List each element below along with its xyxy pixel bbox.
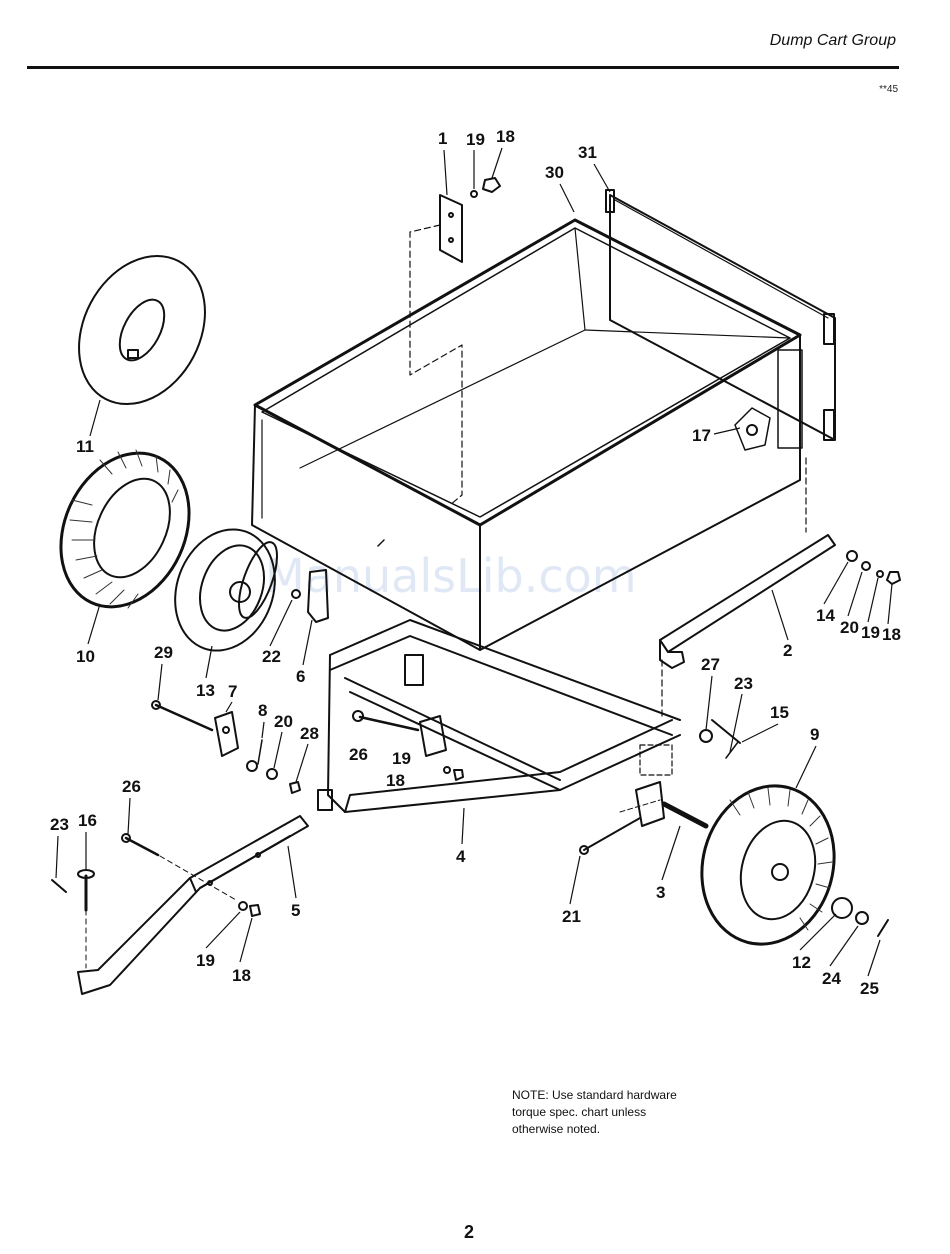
hitch-pin-drawing (52, 870, 94, 968)
callout-5: 5 (291, 901, 300, 920)
tongue-drawing (78, 816, 308, 994)
main-frame-drawing (318, 620, 680, 812)
callout-25: 25 (860, 979, 879, 998)
callout-17: 17 (692, 426, 711, 445)
hinge-bracket-drawing (410, 178, 500, 505)
callout-30: 30 (545, 163, 564, 182)
callout-20: 20 (274, 712, 293, 731)
callout-23: 23 (734, 674, 753, 693)
callout-18: 18 (496, 127, 515, 146)
watermark: ManualsLib.com (265, 549, 637, 603)
callout-1: 1 (438, 129, 447, 148)
callout-20: 20 (840, 618, 859, 637)
callout-22: 22 (262, 647, 281, 666)
page-number: 2 (464, 1222, 474, 1243)
callout-31: 31 (578, 143, 597, 162)
note-line-3: otherwise noted. (512, 1121, 742, 1138)
callout-19: 19 (196, 951, 215, 970)
callout-18: 18 (386, 771, 405, 790)
callout-3: 3 (656, 883, 665, 902)
callout-18: 18 (882, 625, 901, 644)
callout-27: 27 (701, 655, 720, 674)
callout-11: 11 (76, 437, 94, 456)
callout-19: 19 (392, 749, 411, 768)
callout-13: 13 (196, 681, 215, 700)
callout-29: 29 (154, 643, 173, 662)
callout-26: 26 (122, 777, 141, 796)
callout-24: 24 (822, 969, 841, 988)
callout-18: 18 (232, 966, 251, 985)
callout-12: 12 (792, 953, 811, 972)
latch-bracket-drawing (735, 350, 802, 450)
note-line-2: torque spec. chart unless (512, 1104, 742, 1121)
callout-2: 2 (783, 641, 792, 660)
axle-pin-drawing (580, 782, 706, 854)
callout-26: 26 (349, 745, 368, 764)
callout-15: 15 (770, 703, 789, 722)
callout-4: 4 (456, 847, 466, 866)
callout-19: 19 (861, 623, 880, 642)
callout-23: 23 (50, 815, 69, 834)
torque-note: NOTE: Use standard hardware torque spec.… (512, 1087, 742, 1138)
callout-9: 9 (810, 725, 819, 744)
callout-21: 21 (562, 907, 581, 926)
callout-16: 16 (78, 811, 97, 830)
callout-19: 19 (466, 130, 485, 149)
callout-28: 28 (300, 724, 319, 743)
callout-7: 7 (228, 682, 237, 701)
callout-14: 14 (816, 606, 835, 625)
inner-tube-drawing (54, 234, 230, 426)
note-line-1: NOTE: Use standard hardware (512, 1087, 742, 1104)
tire-left-drawing (37, 432, 213, 628)
callout-10: 10 (76, 647, 95, 666)
callout-6: 6 (296, 667, 305, 686)
hub-hardware-drawing (832, 898, 888, 936)
callout-8: 8 (258, 701, 267, 720)
